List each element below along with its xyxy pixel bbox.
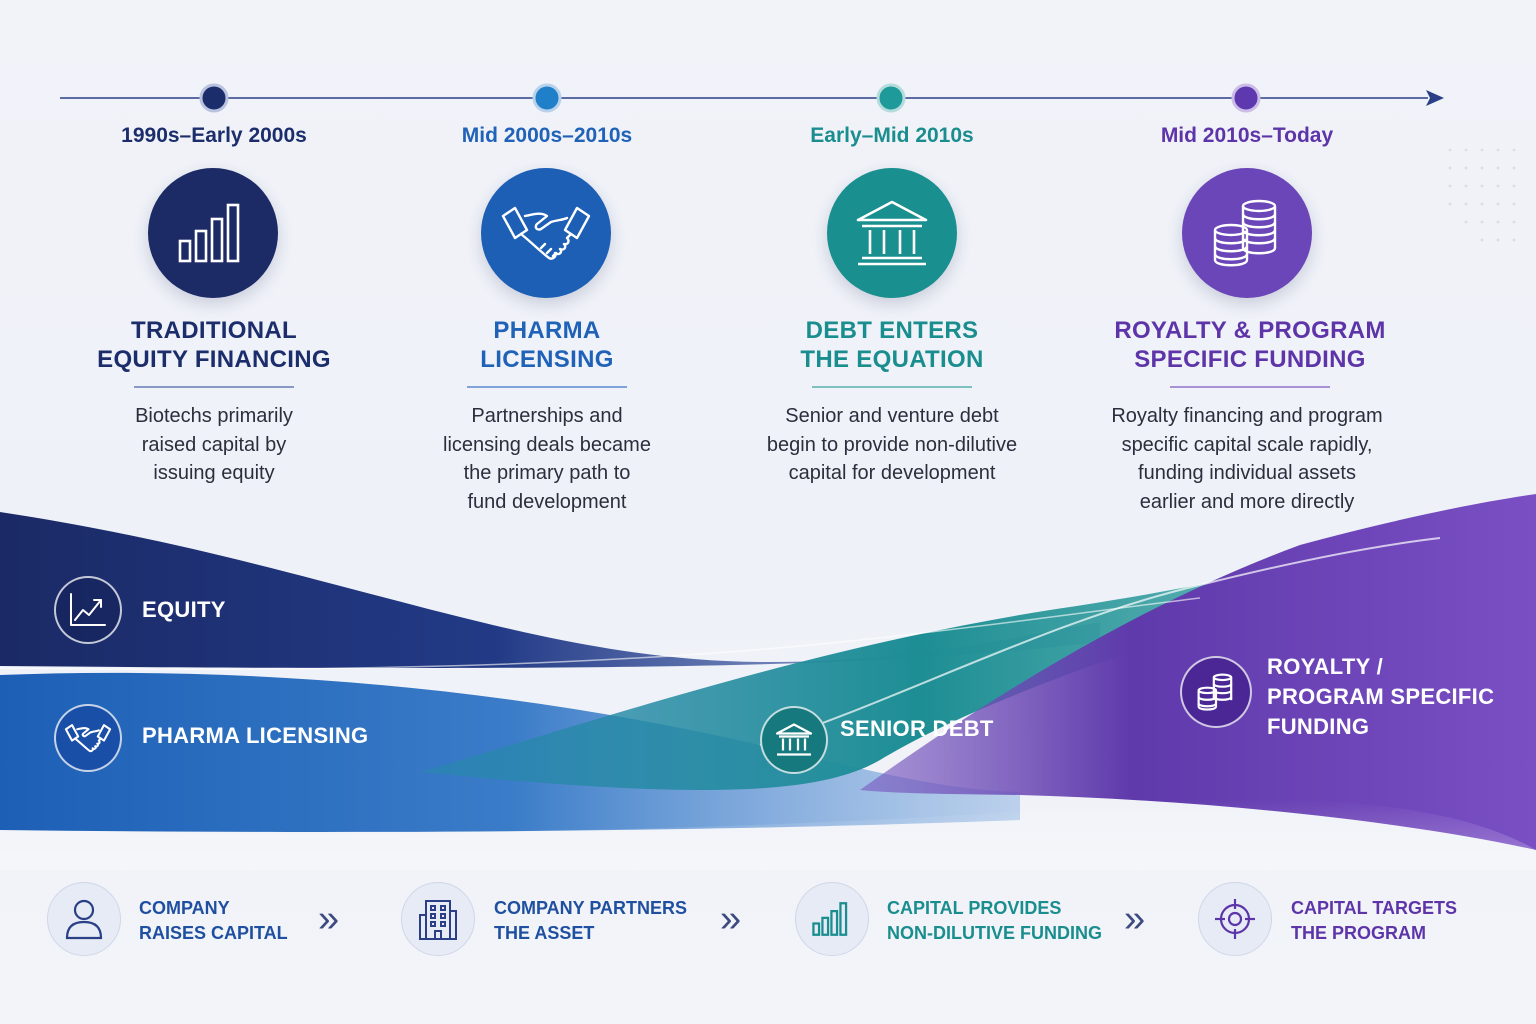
era-description-line: Biotechs primarily xyxy=(135,405,293,427)
era-description-line: capital for development xyxy=(788,462,996,484)
era-description: Biotechs primarily raised capital by iss… xyxy=(54,402,374,488)
coin-stack-icon xyxy=(1213,199,1277,267)
era-title-line: ROYALTY & PROGRAM xyxy=(1114,317,1386,344)
era-title: PHARMA LICENSING xyxy=(387,316,707,374)
step-icon-circle xyxy=(401,882,475,956)
handshake-icon xyxy=(64,724,112,753)
timeline-dot-1 xyxy=(199,83,229,113)
era-title: DEBT ENTERS THE EQUATION xyxy=(732,316,1052,374)
bank-icon xyxy=(775,723,813,756)
era-title-line: EQUITY FINANCING xyxy=(97,346,331,373)
era-title-line: LICENSING xyxy=(480,346,614,373)
era-description: Senior and venture debt begin to provide… xyxy=(732,402,1052,488)
era-description-line: fund development xyxy=(467,490,627,513)
timeline-dot-3 xyxy=(876,83,906,113)
era-title-line: SPECIFIC FUNDING xyxy=(1134,346,1366,373)
bank-icon xyxy=(856,200,928,266)
target-icon xyxy=(1215,899,1255,939)
chevron-right-icon: » xyxy=(1124,898,1146,940)
era-description-line: licensing deals became xyxy=(443,433,651,456)
era-description: Royalty financing and program specific c… xyxy=(1087,402,1407,516)
step-text-line: COMPANY PARTNERS xyxy=(494,898,688,918)
band-icon-circle xyxy=(760,706,828,774)
timeline-arrowhead xyxy=(1426,90,1444,106)
era-description-line: the primary path to xyxy=(463,462,631,484)
step-text-line: COMPANY xyxy=(139,898,230,918)
era-divider xyxy=(1170,386,1330,388)
band-label-equity: EQUITY xyxy=(142,597,226,622)
era-title: ROYALTY & PROGRAM SPECIFIC FUNDING xyxy=(1090,316,1410,374)
era-divider xyxy=(134,386,294,388)
era-title-line: PHARMA xyxy=(493,317,601,344)
era-description-line: issuing equity xyxy=(153,462,275,484)
trend-chart-icon xyxy=(70,593,106,626)
era-description-line: Royalty financing and program xyxy=(1111,405,1383,427)
band-icon-circle xyxy=(54,576,122,644)
person-icon xyxy=(65,899,103,940)
band-label-pharma-licensing: PHARMA LICENSING xyxy=(142,723,369,748)
era-period-label: Early–Mid 2010s xyxy=(810,124,974,147)
building-icon xyxy=(419,900,457,940)
band-label-senior-debt: SENIOR DEBT xyxy=(840,716,994,741)
band-label-royalty: ROYALTY / PROGRAM SPECIFIC FUNDING xyxy=(1267,652,1494,742)
step-text: CAPITAL PROVIDES NON-DILUTIVE FUNDING xyxy=(887,896,1102,946)
bar-chart-icon xyxy=(178,203,240,263)
handshake-icon xyxy=(501,206,591,260)
era-icon-circle xyxy=(1182,168,1312,298)
era-icon-circle xyxy=(148,168,278,298)
chevron-right-icon: » xyxy=(318,898,340,940)
timeline-dot-4 xyxy=(1231,83,1261,113)
era-divider xyxy=(467,386,627,388)
step-text-line: THE ASSET xyxy=(494,923,595,943)
step-text-line: NON-DILUTIVE FUNDING xyxy=(887,923,1102,943)
era-description-line: Partnerships and xyxy=(471,405,623,427)
era-title-line: DEBT ENTERS xyxy=(805,317,979,344)
era-icon-circle xyxy=(827,168,957,298)
era-title-line: THE EQUATION xyxy=(800,346,984,373)
era-description-line: specific capital scale rapidly, xyxy=(1121,433,1373,456)
era-description-line: Senior and venture debt xyxy=(785,405,999,427)
step-text-line: RAISES CAPITAL xyxy=(139,923,288,943)
chevron-right-icon: » xyxy=(720,898,742,940)
step-icon-circle xyxy=(795,882,869,956)
timeline-dot-2 xyxy=(532,83,562,113)
lower-sheen xyxy=(0,799,1536,870)
era-description-line: earlier and more directly xyxy=(1139,490,1355,513)
era-description: Partnerships and licensing deals became … xyxy=(387,402,707,516)
era-period-label: Mid 2000s–2010s xyxy=(461,124,633,147)
era-icon-circle xyxy=(481,168,611,298)
step-icon-circle xyxy=(47,882,121,956)
stream-sheen-line-2 xyxy=(0,597,1201,671)
era-description-line: raised capital by xyxy=(141,433,287,456)
era-description-line: begin to provide non-dilutive xyxy=(766,433,1018,456)
equity-stream xyxy=(0,512,1100,669)
era-title-line: TRADITIONAL xyxy=(131,317,297,344)
dot-pattern xyxy=(1448,148,1516,242)
step-icon-circle xyxy=(1198,882,1272,956)
era-divider xyxy=(812,386,972,388)
era-title: TRADITIONAL EQUITY FINANCING xyxy=(54,316,374,374)
band-icon-circle xyxy=(54,704,122,772)
step-text: COMPANY RAISES CAPITAL xyxy=(139,896,288,946)
bar-chart-icon xyxy=(812,902,848,936)
band-label-line: ROYALTY / xyxy=(1267,654,1383,679)
step-text-line: CAPITAL PROVIDES xyxy=(887,898,1062,918)
stream-sheen-line xyxy=(759,537,1441,746)
step-text-line: CAPITAL TARGETS xyxy=(1291,898,1457,918)
step-text: CAPITAL TARGETS THE PROGRAM xyxy=(1291,896,1457,946)
era-period-label: Mid 2010s–Today xyxy=(1160,124,1334,147)
era-period-label: 1990s–Early 2000s xyxy=(121,124,307,147)
band-icon-circle xyxy=(1180,656,1252,728)
era-description-line: funding individual assets xyxy=(1138,462,1356,484)
step-text-line: THE PROGRAM xyxy=(1291,923,1426,943)
band-label-line: PROGRAM SPECIFIC xyxy=(1267,684,1495,709)
band-label-line: FUNDING xyxy=(1267,714,1370,739)
coin-stack-icon xyxy=(1197,673,1233,711)
step-text: COMPANY PARTNERS THE ASSET xyxy=(494,896,687,946)
